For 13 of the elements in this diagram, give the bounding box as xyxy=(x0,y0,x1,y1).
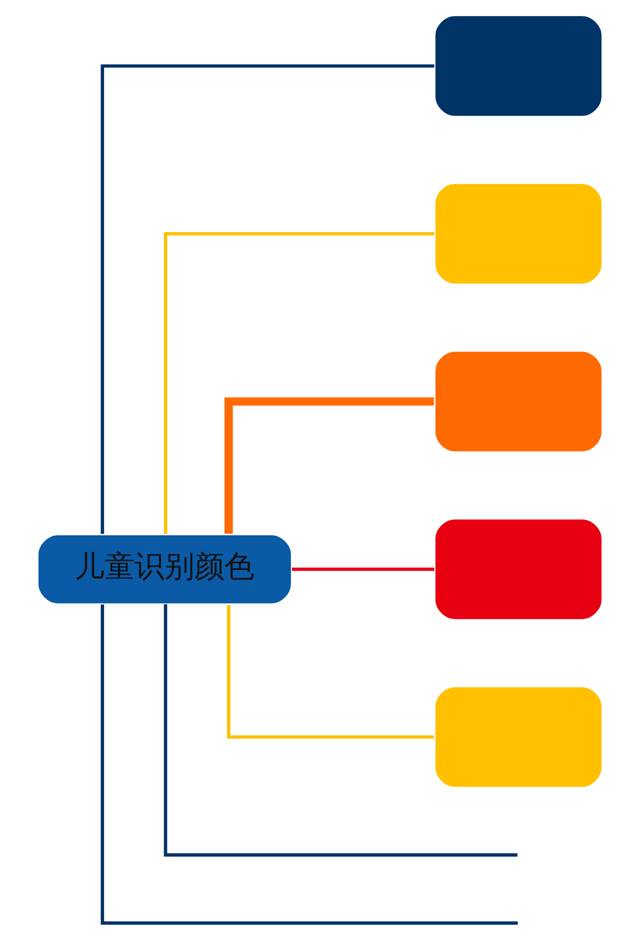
connector xyxy=(164,232,434,534)
connector xyxy=(292,568,434,571)
connector xyxy=(100,64,434,534)
node-box xyxy=(434,14,604,118)
connector xyxy=(224,397,434,534)
connector xyxy=(164,604,518,857)
node-box xyxy=(434,686,604,788)
connector xyxy=(100,604,518,925)
connector xyxy=(227,604,434,739)
node-box xyxy=(434,182,604,286)
node-box xyxy=(434,518,604,621)
node-box xyxy=(434,350,604,453)
node-box: 儿童识别颜色 xyxy=(36,534,293,605)
